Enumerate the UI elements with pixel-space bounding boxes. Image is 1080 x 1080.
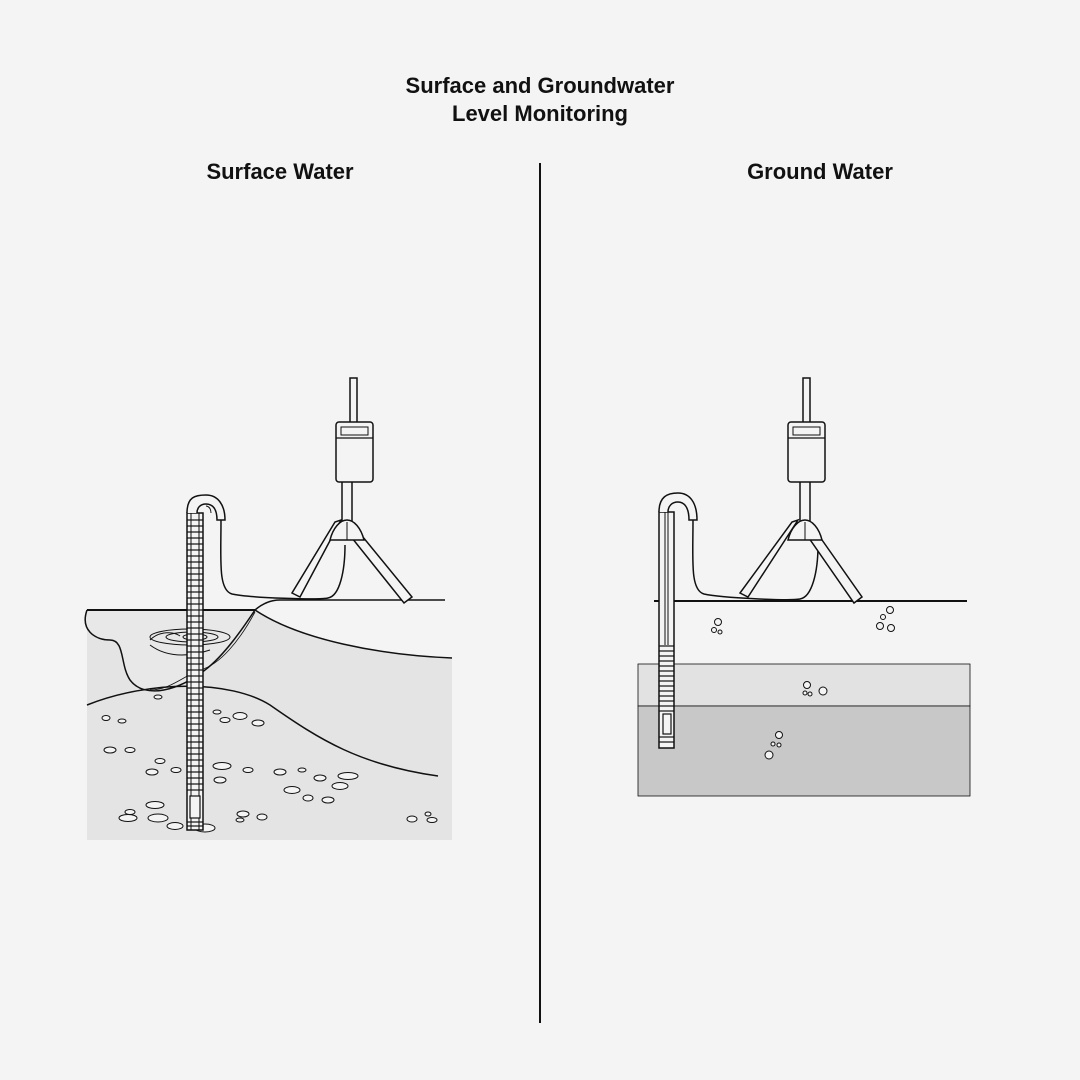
ground-water-heading: Ground Water [747, 159, 893, 184]
title-line-2: Level Monitoring [452, 101, 628, 126]
ground-surface-line [254, 609, 453, 659]
surface-water-scene [84, 377, 453, 840]
tripod-stand [290, 479, 414, 605]
gw-sensor-cable [691, 519, 819, 601]
sensor-cable [219, 519, 346, 600]
diagram-title: Surface and Groundwater Level Monitoring [0, 72, 1080, 128]
pressure-sensor [189, 795, 201, 819]
gw-mast-pole [802, 377, 811, 425]
screen-slots [187, 519, 203, 827]
soil-layer-top [638, 602, 970, 664]
gw-pebbles [711, 606, 895, 760]
mast-pole [349, 377, 358, 425]
title-line-1: Surface and Groundwater [405, 73, 675, 98]
riverbed-line [86, 685, 439, 777]
pebbles [101, 694, 438, 833]
gw-tripod-stand [738, 479, 864, 605]
soil-layer-saturated [637, 705, 971, 797]
gw-monitoring-well-pipe [658, 492, 698, 749]
surface-water-heading: Surface Water [206, 159, 354, 184]
data-logger-box [335, 421, 374, 483]
gw-screen-slots [659, 645, 674, 743]
ground-water-scene [637, 377, 971, 797]
gw-data-logger-box [787, 421, 826, 483]
